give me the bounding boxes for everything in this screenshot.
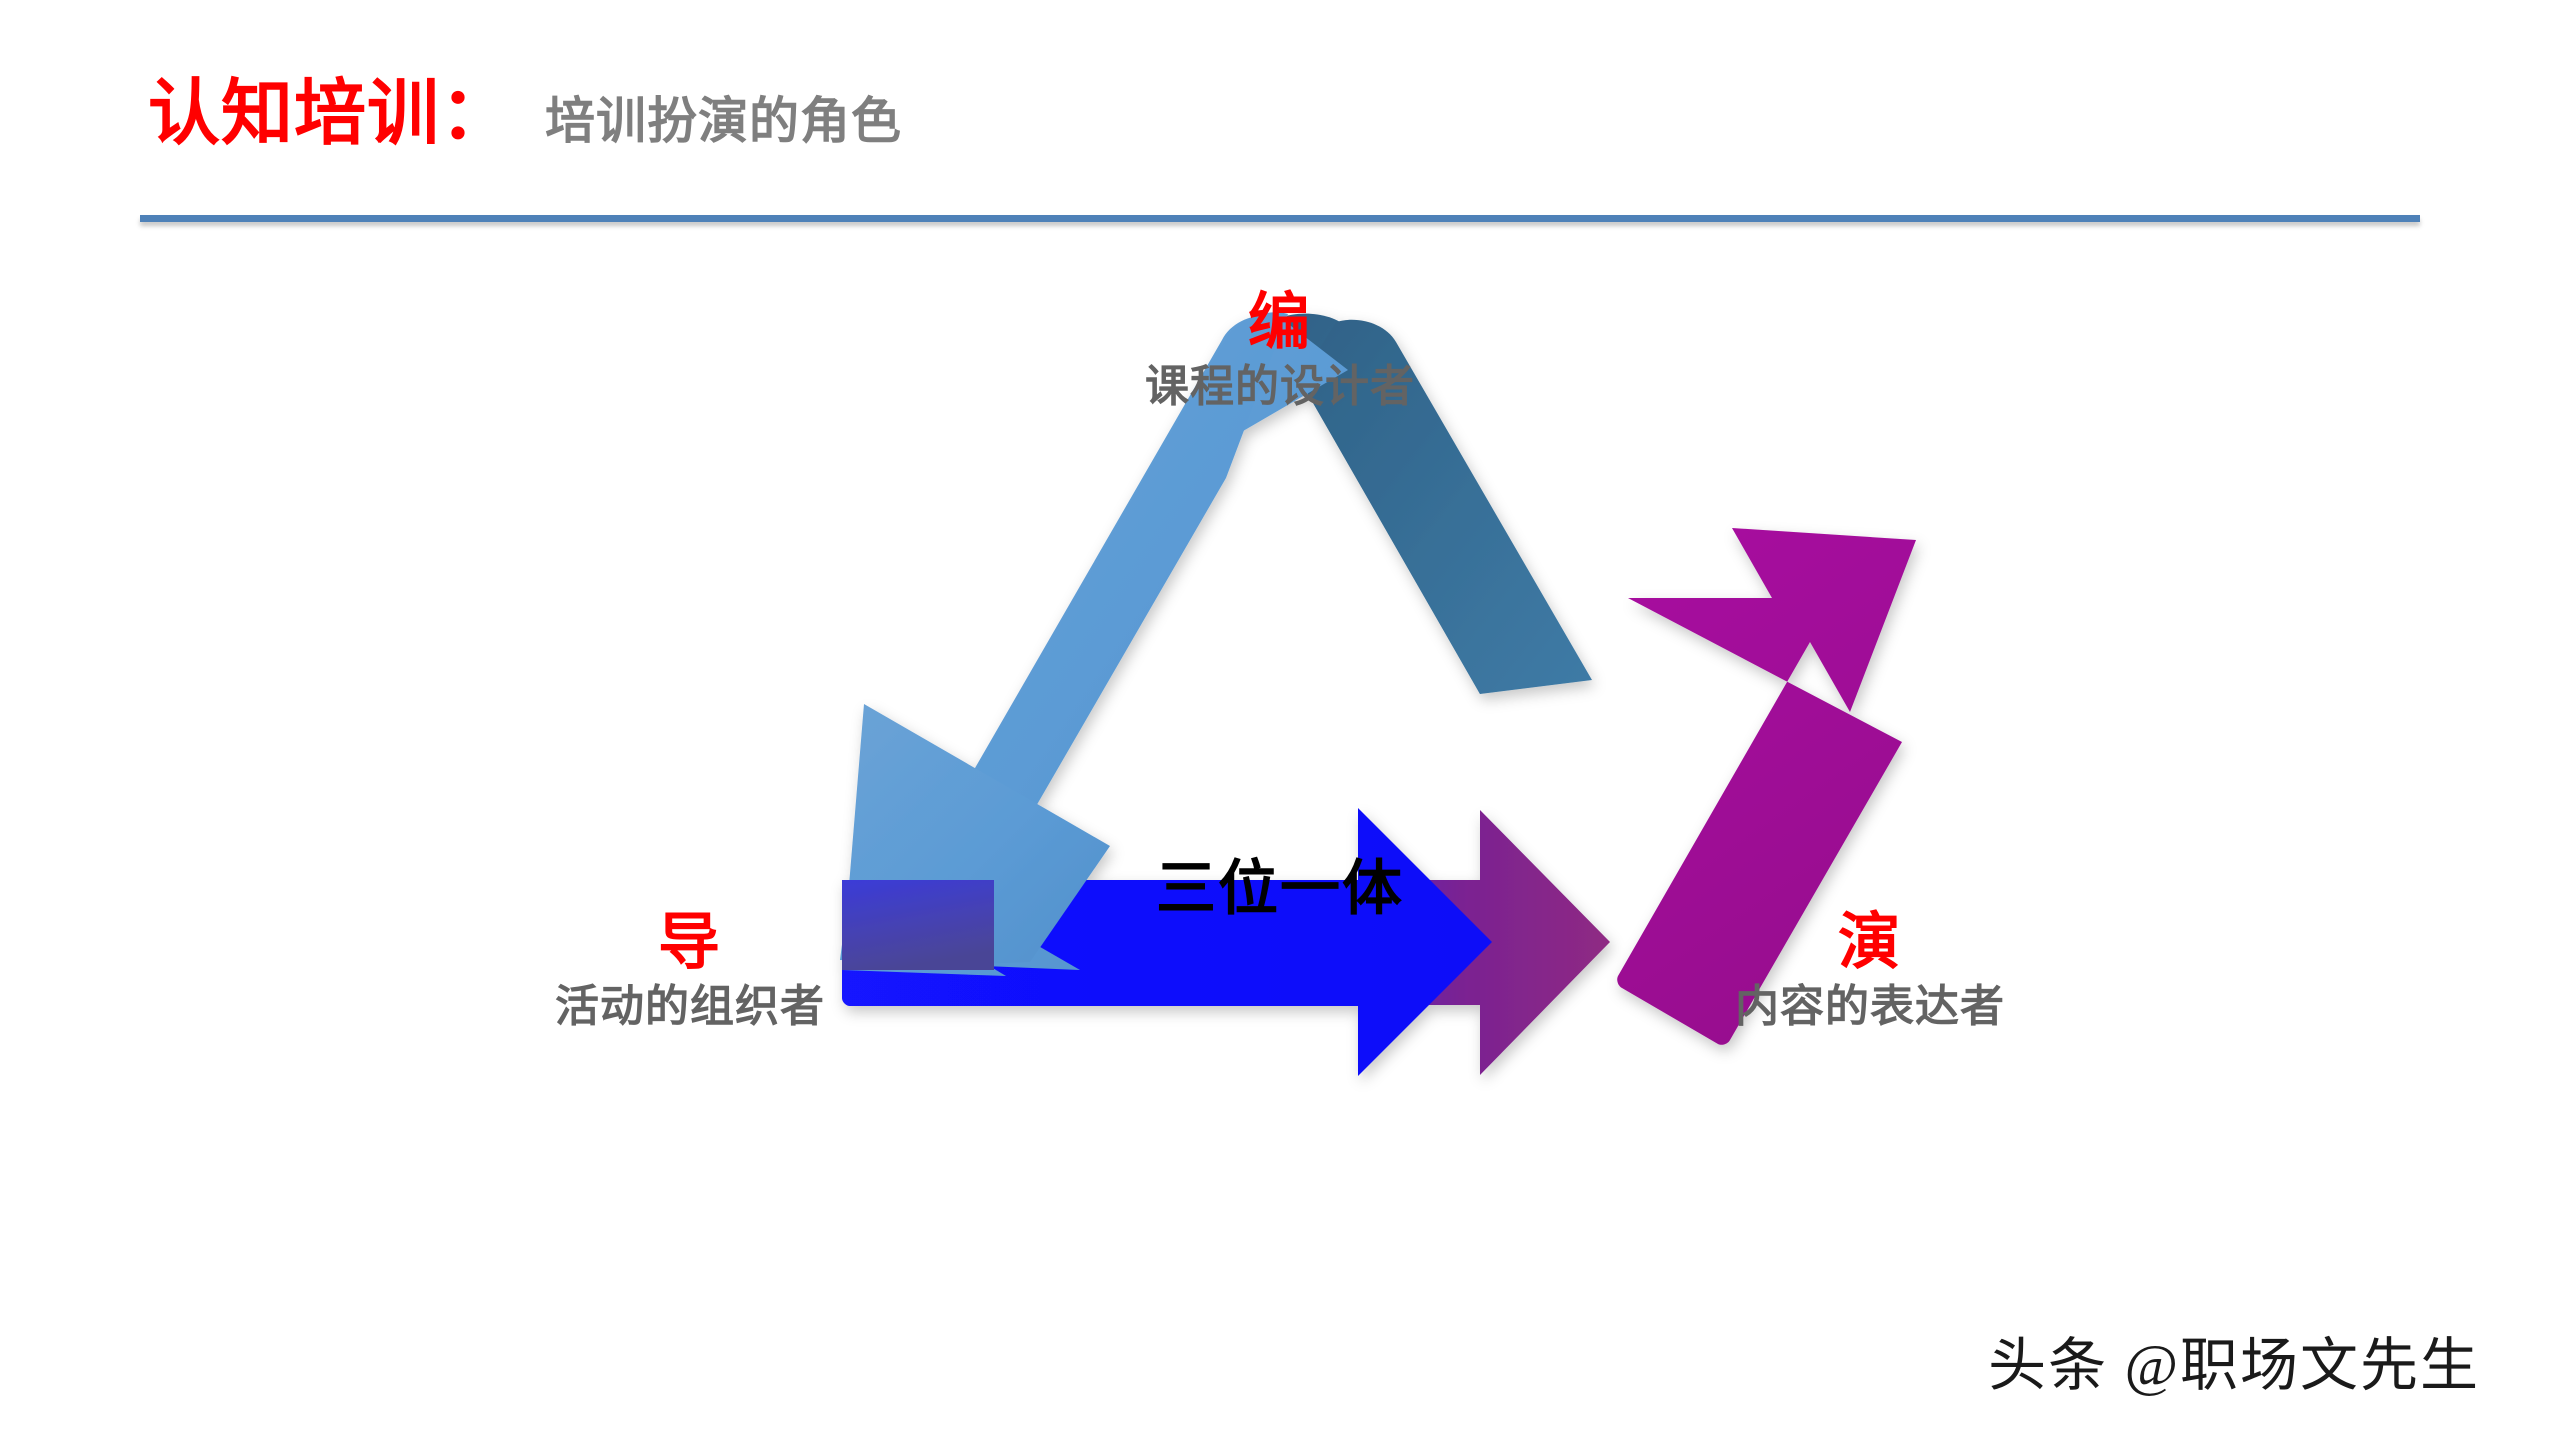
arrow-overlap-left: [842, 880, 994, 970]
diagram-node-right-description: 内容的表达者: [1735, 982, 2005, 1032]
diagram-node-left: 导 活动的组织者: [430, 910, 950, 1031]
page-title-subtitle: 培训扮演的角色: [545, 93, 903, 149]
diagram-node-top-description: 课程的设计者: [1145, 362, 1415, 412]
diagram-node-right: 演 内容的表达者: [1610, 910, 2130, 1031]
page-title: 认知培训： 培训扮演的角色: [148, 78, 902, 150]
arrow-right-magenta: [1617, 528, 1916, 1045]
page-title-main: 认知培训：: [148, 74, 514, 154]
slide-header: 认知培训： 培训扮演的角色: [0, 0, 2560, 230]
diagram-node-left-key: 导: [657, 908, 722, 977]
title-divider-rule: [140, 215, 2420, 222]
watermark: 头条 @职场文先生: [1988, 1333, 2480, 1398]
diagram-node-top-key: 编: [1247, 288, 1312, 357]
arrow-bottom-blue: [842, 808, 1610, 1076]
three-in-one-cycle-diagram: 三位一体: [780, 270, 1916, 1270]
diagram-node-left-description: 活动的组织者: [555, 982, 825, 1032]
diagram-node-right-key: 演: [1837, 908, 1902, 977]
cycle-arrows-svg: [840, 312, 1916, 1076]
arrow-top-blue: [840, 312, 1592, 976]
diagram-node-top: 编 课程的设计者: [1030, 290, 1530, 411]
